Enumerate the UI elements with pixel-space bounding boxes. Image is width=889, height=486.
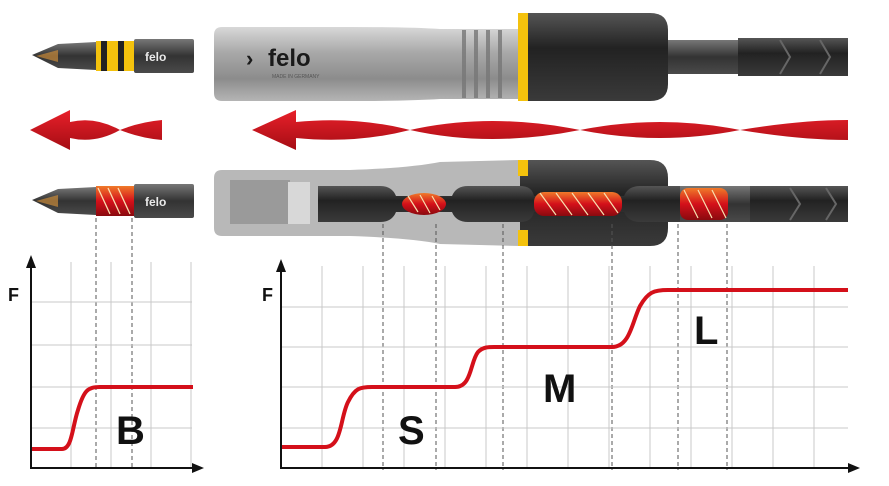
graph-right-curve [282, 288, 848, 449]
zone-label-b: B [116, 409, 145, 453]
made-in-label: MADE IN GERMANY [272, 74, 320, 80]
torsion-arrow-right [252, 110, 848, 150]
bit-holder-top: felo › MADE IN GERMANY [214, 13, 848, 101]
graph-left: F B [8, 255, 204, 473]
x-axis-arrow-icon [192, 463, 204, 473]
graph-left-grid [30, 262, 192, 468]
torsion-bit-shaft [318, 186, 680, 222]
zone-label-s: S [398, 409, 425, 453]
phillips-tip [32, 42, 96, 70]
graph-right-y-label: F [262, 285, 273, 305]
zone-label-m: M [543, 367, 576, 411]
holder-steel-sleeve [214, 27, 520, 101]
torsion-arrow-left [30, 110, 162, 150]
bit-brand-label: felo [145, 195, 166, 209]
twisted-arrow-icon [252, 110, 848, 150]
torsion-zone-s [402, 193, 446, 215]
x-axis-arrow-icon [848, 463, 860, 473]
bit-top: felo [32, 39, 194, 73]
bit-hex-shank [134, 39, 194, 73]
torsion-zone [96, 186, 134, 216]
bit-brand-label: felo [145, 50, 166, 64]
graph-left-axes [30, 264, 196, 469]
graph-right-axes [280, 268, 852, 469]
holder-black-collar [528, 13, 668, 101]
torsion-zone-l [680, 188, 728, 220]
bit-holder-cutaway [214, 160, 848, 246]
brand-logo-arrow-icon: › [246, 46, 253, 71]
twisted-arrow-icon [30, 110, 162, 150]
y-axis-arrow-icon [26, 255, 36, 268]
holder-yellow-ring [518, 13, 528, 101]
brand-logo: felo [268, 45, 311, 72]
graph-left-y-label: F [8, 285, 19, 305]
zone-label-l: L [694, 309, 718, 353]
graph-left-curve [32, 385, 193, 451]
graph-right: F S M L [262, 259, 860, 473]
bit-torsion: felo [32, 184, 194, 218]
grip-rings [462, 30, 502, 98]
y-axis-arrow-icon [276, 259, 286, 272]
torsion-zone-m [534, 192, 622, 216]
